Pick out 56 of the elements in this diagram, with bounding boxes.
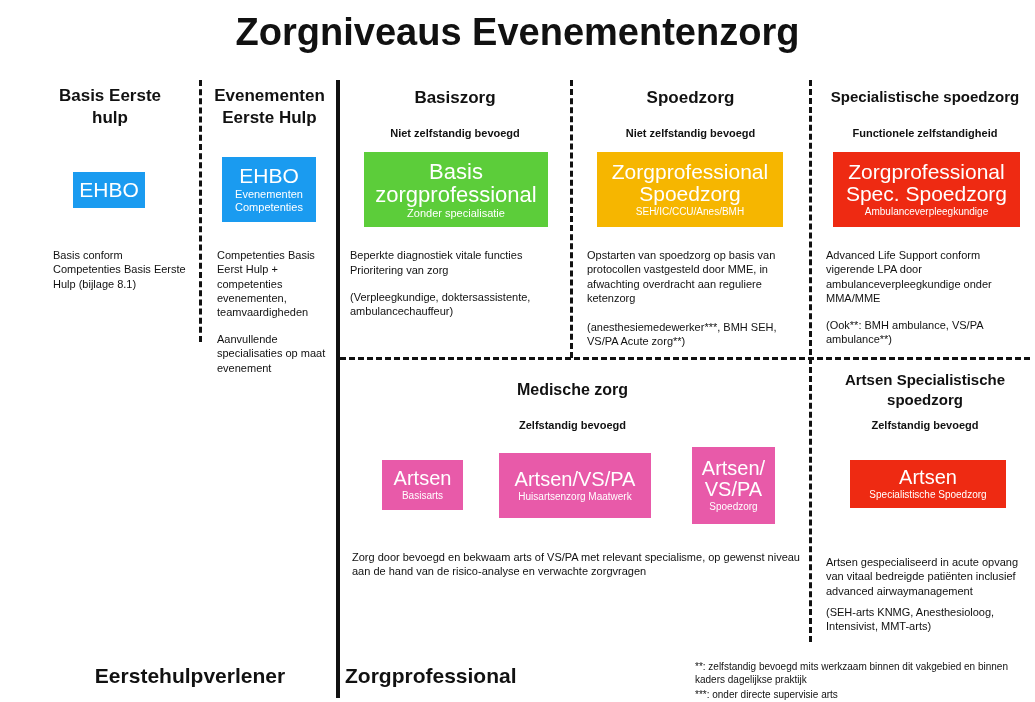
role-subtitle: Evenementen Competenties [234, 188, 304, 214]
role-title: Artsen [899, 467, 957, 489]
column-heading: Basis Eerste hulp [57, 85, 163, 130]
footnote: ***: onder directe supervisie arts [695, 688, 839, 701]
description-text: Opstarten van spoedzorg op basis van protocollen vastgesteld door MME, in afwachting overdracht aan reguliere ketenzorg [587, 248, 777, 306]
role-box [850, 460, 1006, 508]
role-title: Basis zorgprofessional [374, 159, 538, 206]
column-heading: Spoedzorg [645, 87, 736, 109]
role-box [382, 460, 463, 510]
role-box [73, 172, 145, 208]
role-box [222, 157, 316, 222]
title: Zorgniveaus Evenementenzorg [234, 10, 801, 55]
role-title: Zorgprofessional Spoedzorg [610, 161, 770, 206]
description-text: (anesthesiemedewerker***, BMH SEH, VS/PA Acute zorg**) [587, 320, 778, 349]
competence-note: Functionele zelfstandigheid [851, 126, 999, 141]
role-subtitle: Specialistische Spoedzorg [869, 489, 987, 501]
description-text: Advanced Life Support conform vigerende LPA door ambulanceverpleegkundige onder MMA/MME [826, 248, 993, 306]
role-title: EHBO [79, 178, 139, 201]
role-box [597, 152, 783, 227]
role-subtitle: Zonder specialisatie [407, 206, 505, 220]
description-text: Basis conform Competenties Basis Eerste Hulp (bijlage 8.1) [53, 248, 187, 291]
description-text: Zorg door bevoegd en bekwaam arts of VS/PA met relevant specialisme, op gewenst niveau aan de hand van de risico-analyse en verwachte zorgvragen [352, 550, 801, 579]
description-text: (SEH-arts KNMG, Anesthesioloog, Intensivist, MMT-arts) [826, 605, 996, 634]
role-subtitle: Basisarts [401, 490, 444, 502]
role-box [499, 453, 651, 518]
role-subtitle: SEH/IC/CCU/Anes/BMH [635, 206, 745, 218]
role-title: Artsen/VS/PA [514, 468, 636, 490]
section-heading: Medische zorg [515, 380, 630, 400]
description-text: Competenties Basis Eerst Hulp + competenties evenementen, teamvaardigheden [217, 248, 316, 320]
column-heading: Specialistische spoedzorg [829, 87, 1021, 107]
role-title: Artsen/ VS/PA [700, 458, 767, 501]
description-text: Artsen gespecialiseerd in acute opvang van vitaal bedreigde patiënten inclusief advanced airwaymanagement [826, 555, 1019, 598]
role-title: EHBO [239, 165, 299, 188]
category-label: Eerstehulpverlener [93, 663, 287, 689]
description-text: Beperkte diagnostiek vitale functies [350, 248, 524, 263]
role-subtitle: Ambulanceverpleegkundige [864, 206, 989, 218]
footnote: **: zelfstandig bevoegd mits werkzaam binnen dit vakgebied en binnen kaders dagelijkse praktijk [695, 660, 1009, 686]
competence-note: Niet zelfstandig bevoegd [624, 126, 757, 141]
role-title: Zorgprofessional Spec. Spoedzorg [844, 161, 1009, 206]
column-heading: Evenementen Eerste Hulp [213, 85, 326, 130]
description-text: Prioritering van zorg [350, 263, 450, 278]
competence-note: Zelfstandig bevoegd [870, 418, 980, 433]
role-title: Artsen [393, 468, 452, 490]
section-heading: Artsen Specialistische spoedzorg [843, 370, 1007, 409]
column-heading: Basiszorg [413, 87, 497, 109]
category-label: Zorgprofessional [345, 663, 518, 689]
description-text: Aanvullende specialisaties op maat evenement [217, 332, 327, 375]
competence-note: Zelfstandig bevoegd [518, 418, 627, 433]
role-box [364, 152, 548, 227]
role-subtitle: Spoedzorg [709, 501, 758, 513]
role-box [833, 152, 1020, 227]
role-box [692, 447, 775, 524]
description-text: (Ook**: BMH ambulance, VS/PA ambulance**) [826, 318, 985, 347]
competence-note: Niet zelfstandig bevoegd [389, 126, 521, 141]
role-subtitle: Huisartsenzorg Maatwerk [518, 490, 632, 503]
description-text: (Verpleegkundige, doktersassistente, ambulancechauffeur) [350, 290, 532, 319]
